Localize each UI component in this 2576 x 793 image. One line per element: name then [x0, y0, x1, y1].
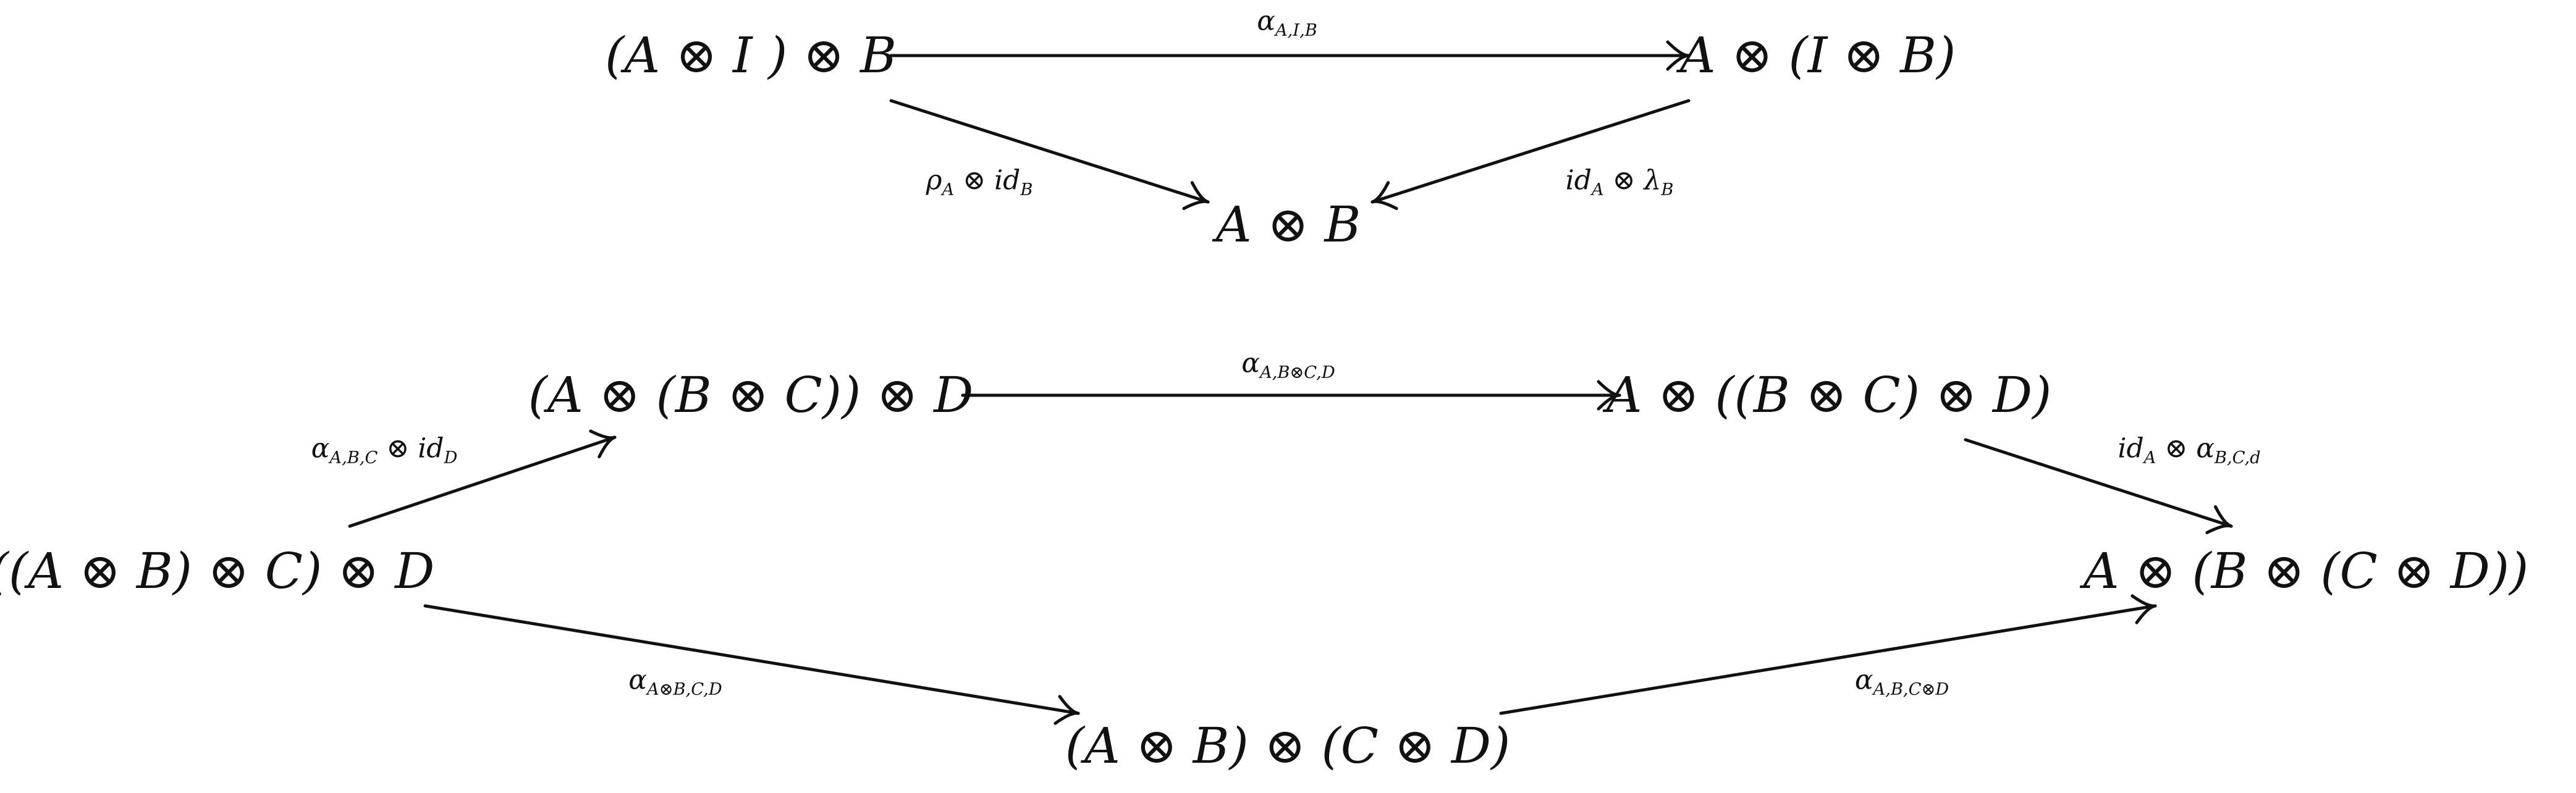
arrow-id-a-tensor-alpha-bcd	[1964, 438, 2233, 534]
arrow-id-a-tensor-lambda-b	[1370, 99, 1691, 211]
node-a-tensor-b-cd: A ⊗ (B ⊗ (C ⊗ D))	[2083, 542, 2529, 600]
arrow-alpha-a-b-ctd-head	[2130, 594, 2157, 624]
label-id-a-tensor-lambda-b: idA ⊗ λB	[1565, 164, 1674, 200]
node-ab-c-tensor-d: ((A ⊗ B) ⊗ C) ⊗ D	[0, 542, 435, 600]
arrow-rho-a-tensor-id-b-shaft	[889, 99, 1210, 204]
label-alpha-a-btc-d: αA,B⊗C,D	[1241, 347, 1335, 383]
arrow-alpha-abc-tensor-id-d	[348, 429, 617, 528]
arrow-rho-a-tensor-id-b	[889, 99, 1210, 211]
arrow-alpha-a-btc-d	[961, 380, 1621, 411]
arrow-rho-a-tensor-id-b-head	[1182, 181, 1210, 211]
arrow-alpha-atb-c-d	[423, 604, 1080, 725]
arrow-alpha-a-btc-d-head	[1597, 380, 1621, 411]
label-alpha-atb-c-d: αA⊗B,C,D	[628, 664, 722, 700]
label-alpha-abc-tensor-id-d: αA,B,C ⊗ idD	[311, 432, 458, 468]
arrow-alpha-abc-tensor-id-d-shaft	[348, 435, 617, 528]
node-a-tensor-ib: A ⊗ (I ⊗ B)	[1679, 27, 1956, 84]
arrow-alpha-a-b-ctd-shaft	[1499, 604, 2157, 715]
arrow-id-a-tensor-alpha-bcd-shaft	[1964, 438, 2233, 528]
label-alpha-a-b-ctd: αA,B,C⊗D	[1854, 664, 1949, 700]
arrow-id-a-tensor-lambda-b-head	[1370, 181, 1398, 211]
arrow-alpha-atb-c-d-head	[1054, 695, 1080, 725]
arrow-id-a-tensor-alpha-bcd-head	[2205, 505, 2233, 534]
arrow-alpha-aib-head	[1666, 40, 1691, 71]
label-rho-a-tensor-id-b: ρA ⊗ idB	[926, 164, 1033, 200]
arrow-alpha-a-b-ctd	[1499, 594, 2157, 715]
node-ab-tensor-cd: (A ⊗ B) ⊗ (C ⊗ D)	[1065, 717, 1511, 774]
node-a-tensor-bc-d: A ⊗ ((B ⊗ C) ⊗ D)	[1606, 366, 2052, 424]
arrow-id-a-tensor-lambda-b-shaft	[1370, 99, 1691, 204]
node-a-bc-tensor-d: (A ⊗ (B ⊗ C)) ⊗ D	[528, 366, 974, 424]
arrow-alpha-abc-tensor-id-d-head	[589, 429, 617, 459]
arrow-alpha-atb-c-d-shaft	[423, 604, 1080, 715]
label-alpha-aib: αA,I,B	[1257, 5, 1317, 41]
node-ai-tensor-b: (A ⊗ I ) ⊗ B	[605, 27, 897, 84]
node-a-tensor-b: A ⊗ B	[1215, 196, 1361, 253]
label-id-a-tensor-alpha-bcd: idA ⊗ αB,C,d	[2118, 432, 2261, 468]
arrow-alpha-aib	[889, 40, 1691, 71]
